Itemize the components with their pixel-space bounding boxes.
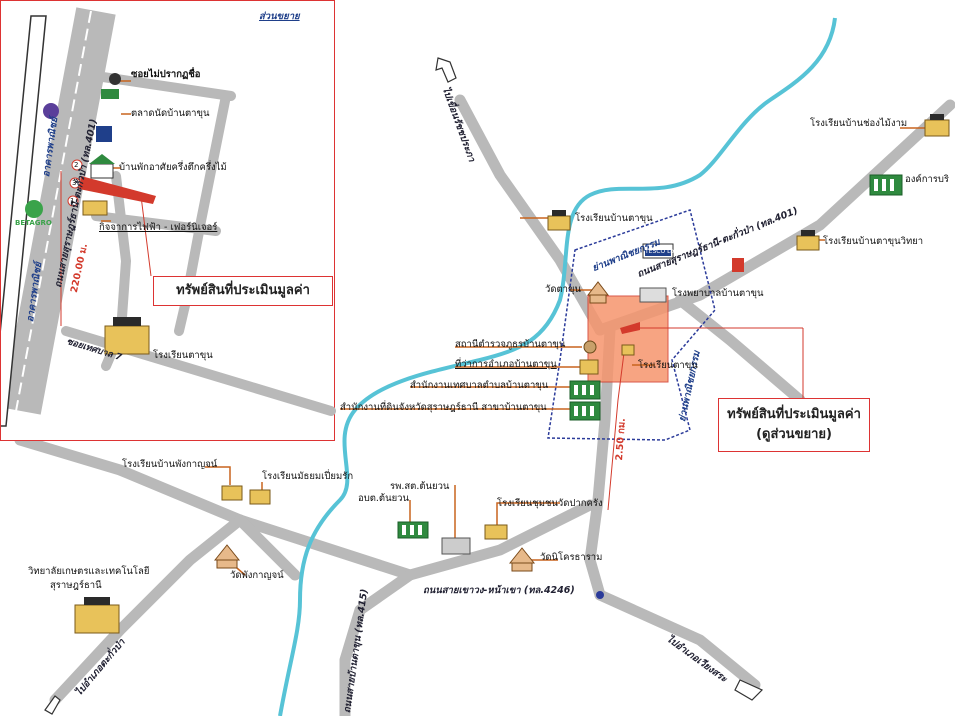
property-area xyxy=(587,295,669,383)
distance-line xyxy=(607,344,626,511)
inset-marker-3-icon xyxy=(69,177,81,189)
land-office-icon xyxy=(569,401,601,421)
label-school-takhun: โรงเรียนตาขุน xyxy=(638,360,698,371)
inset-electric-icon xyxy=(82,200,108,216)
label-school-secondary: โรงเรียนมัธยมเปี่ยมรัก xyxy=(262,471,354,482)
inset-marker-2-icon xyxy=(71,159,83,171)
label-college-line1: วิทยาลัยเกษตรและเทคโนโลยี xyxy=(28,566,150,577)
road-phangkan-link[interactable] xyxy=(234,514,301,581)
property-callout-line2: (ดูส่วนขยาย) xyxy=(756,427,832,442)
junction-dot xyxy=(596,591,604,599)
school-icon-takhun-main xyxy=(621,344,635,356)
inset-soi-top-label: ซอยไม่ปรากฏชื่อ xyxy=(131,69,201,80)
road-west[interactable] xyxy=(49,514,246,706)
label-hospital: โรงพยาบาลบ้านตาขุน xyxy=(672,288,764,299)
label-municipal-office: สำนักงานเทศบาลตำบลบ้านตาขุน xyxy=(410,380,549,391)
inset-betagro-icon xyxy=(25,200,43,218)
inset-title: ส่วนขยาย xyxy=(259,11,300,22)
school-icon-chongmaingam xyxy=(924,114,950,137)
inset-market-label: ตลาดนัดบ้านตาขุน xyxy=(131,108,210,119)
inset-map xyxy=(1,7,336,427)
commerce-zone xyxy=(547,209,716,441)
inset-marker-2-label: 2 xyxy=(74,161,79,169)
sao-building-icon xyxy=(397,521,429,539)
inset-betagro-label: BETAGRO xyxy=(15,219,52,227)
inset-bank-icon-2 xyxy=(96,126,112,142)
inset-property-callout: ทรัพย์สินที่ประเมินมูลค่า xyxy=(153,276,333,306)
inset-property-marker xyxy=(79,176,156,204)
municipal-office-icon xyxy=(569,380,601,400)
inset-lodging-label: บ้านพักอาศัยครึ่งตึกครึ่งไม้ xyxy=(119,162,227,173)
temple-icon-takhun xyxy=(586,281,610,304)
tesco-lotus-icon xyxy=(642,243,674,259)
inset-school-label: โรงเรียนตาขุน xyxy=(153,350,213,361)
label-school-bantakhun: โรงเรียนบ้านตาขุน xyxy=(575,213,653,224)
hospital-icon xyxy=(639,287,667,303)
river xyxy=(278,17,837,716)
arrow-north[interactable] xyxy=(435,57,457,83)
obt-building-icon xyxy=(869,174,903,196)
road-southeast[interactable] xyxy=(594,589,761,691)
distance-label: 2.50 กม. xyxy=(613,417,628,461)
property-callout-line1: ทรัพย์สินที่ประเมินมูลค่า xyxy=(727,407,861,422)
label-tesco: TESCO Lotus xyxy=(645,248,684,255)
school-icon-secondary xyxy=(249,489,271,505)
gas-station-icon xyxy=(732,258,744,272)
school-icon-pakkrang xyxy=(484,524,508,540)
property-parcel xyxy=(620,322,640,334)
police-icon xyxy=(583,340,597,354)
inset-marker-1-icon xyxy=(67,195,79,207)
inset-property-label: ทรัพย์สินที่ประเมินมูลค่า xyxy=(176,283,310,298)
inset-building-strip xyxy=(1,15,47,427)
road-east-branch[interactable] xyxy=(674,294,806,406)
label-school-takhunwittaya: โรงเรียนบ้านตาขุนวิทยา xyxy=(823,236,924,247)
temple-icon-phangkan xyxy=(213,544,241,569)
label-school-pakkrang: โรงเรียนชุมชนวัดปากครัง xyxy=(497,498,603,509)
road-415[interactable] xyxy=(339,569,416,716)
inset-soi-vertical[interactable] xyxy=(174,91,231,336)
road-end-arrows xyxy=(44,57,764,715)
label-police: สถานีตำรวจภูธรบ้านตาขุน xyxy=(455,339,566,350)
label-obt: องค์การบริ xyxy=(905,174,950,185)
road-northwest-link[interactable] xyxy=(14,434,246,526)
inset-electric-label: กิจจาการไฟฟ้า - เฟอร์นิเจอร์ xyxy=(99,222,218,233)
label-college-line2: สุราษฎร์ธานี xyxy=(50,580,102,591)
inset-marker-3-label: 3 xyxy=(72,179,77,187)
inset-school-icon xyxy=(104,317,150,355)
inset-highway[interactable] xyxy=(1,7,116,415)
label-school-chongmaingam: โรงเรียนบ้านช่องไม้งาม xyxy=(810,118,908,129)
road-4246-label: ถนนสายเขาวง-หน้าเขา (ทล.4246) xyxy=(423,585,575,596)
school-icon-takhunwittaya xyxy=(796,230,820,251)
label-land-office: สำนักงานที่ดินจังหวัดสุราษฎร์ธานี สาขาบ้… xyxy=(340,402,547,413)
road-trunk-south[interactable] xyxy=(584,324,616,601)
inset-market-icon xyxy=(101,73,121,99)
school-icon-bantakhun xyxy=(547,210,571,231)
temple-icon-nikhom xyxy=(508,547,536,572)
label-district-office: ที่ว่าการอำเภอบ้านตาขุน xyxy=(455,359,557,370)
inset-lodging-icon xyxy=(89,154,115,179)
label-health-station: รพ.สต.ต้นยวน xyxy=(390,481,450,492)
label-school-phangkan: โรงเรียนบ้านพังกาญจน์ xyxy=(122,459,218,470)
label-wat-phangkan: วัดพังกาญจน์ xyxy=(230,570,284,581)
label-wat-nikhom: วัดนิโครธาราม xyxy=(540,552,603,563)
arrow-southwest[interactable] xyxy=(44,695,61,715)
arrow-southeast[interactable] xyxy=(734,679,764,701)
college-icon xyxy=(74,597,120,634)
label-wat-takhun: วัดตาขุน xyxy=(545,284,581,295)
main-roads xyxy=(14,94,955,716)
health-station-icon xyxy=(441,537,471,555)
district-office-icon xyxy=(579,359,599,375)
school-icon-phangkan xyxy=(221,485,243,501)
inset-marker-1-label: 1 xyxy=(70,197,75,205)
inset-panel: ส่วนขยาย ซอยไม่ปรากฏชื่อ ตลาดนัดบ้านตาขุ… xyxy=(0,0,336,441)
inset-bank-icon-1 xyxy=(43,103,59,119)
property-callout: ทรัพย์สินที่ประเมินมูลค่า (ดูส่วนขยาย) xyxy=(718,398,870,452)
road-4246[interactable] xyxy=(234,499,596,581)
label-sao: อบต.ต้นยวน xyxy=(358,493,409,504)
